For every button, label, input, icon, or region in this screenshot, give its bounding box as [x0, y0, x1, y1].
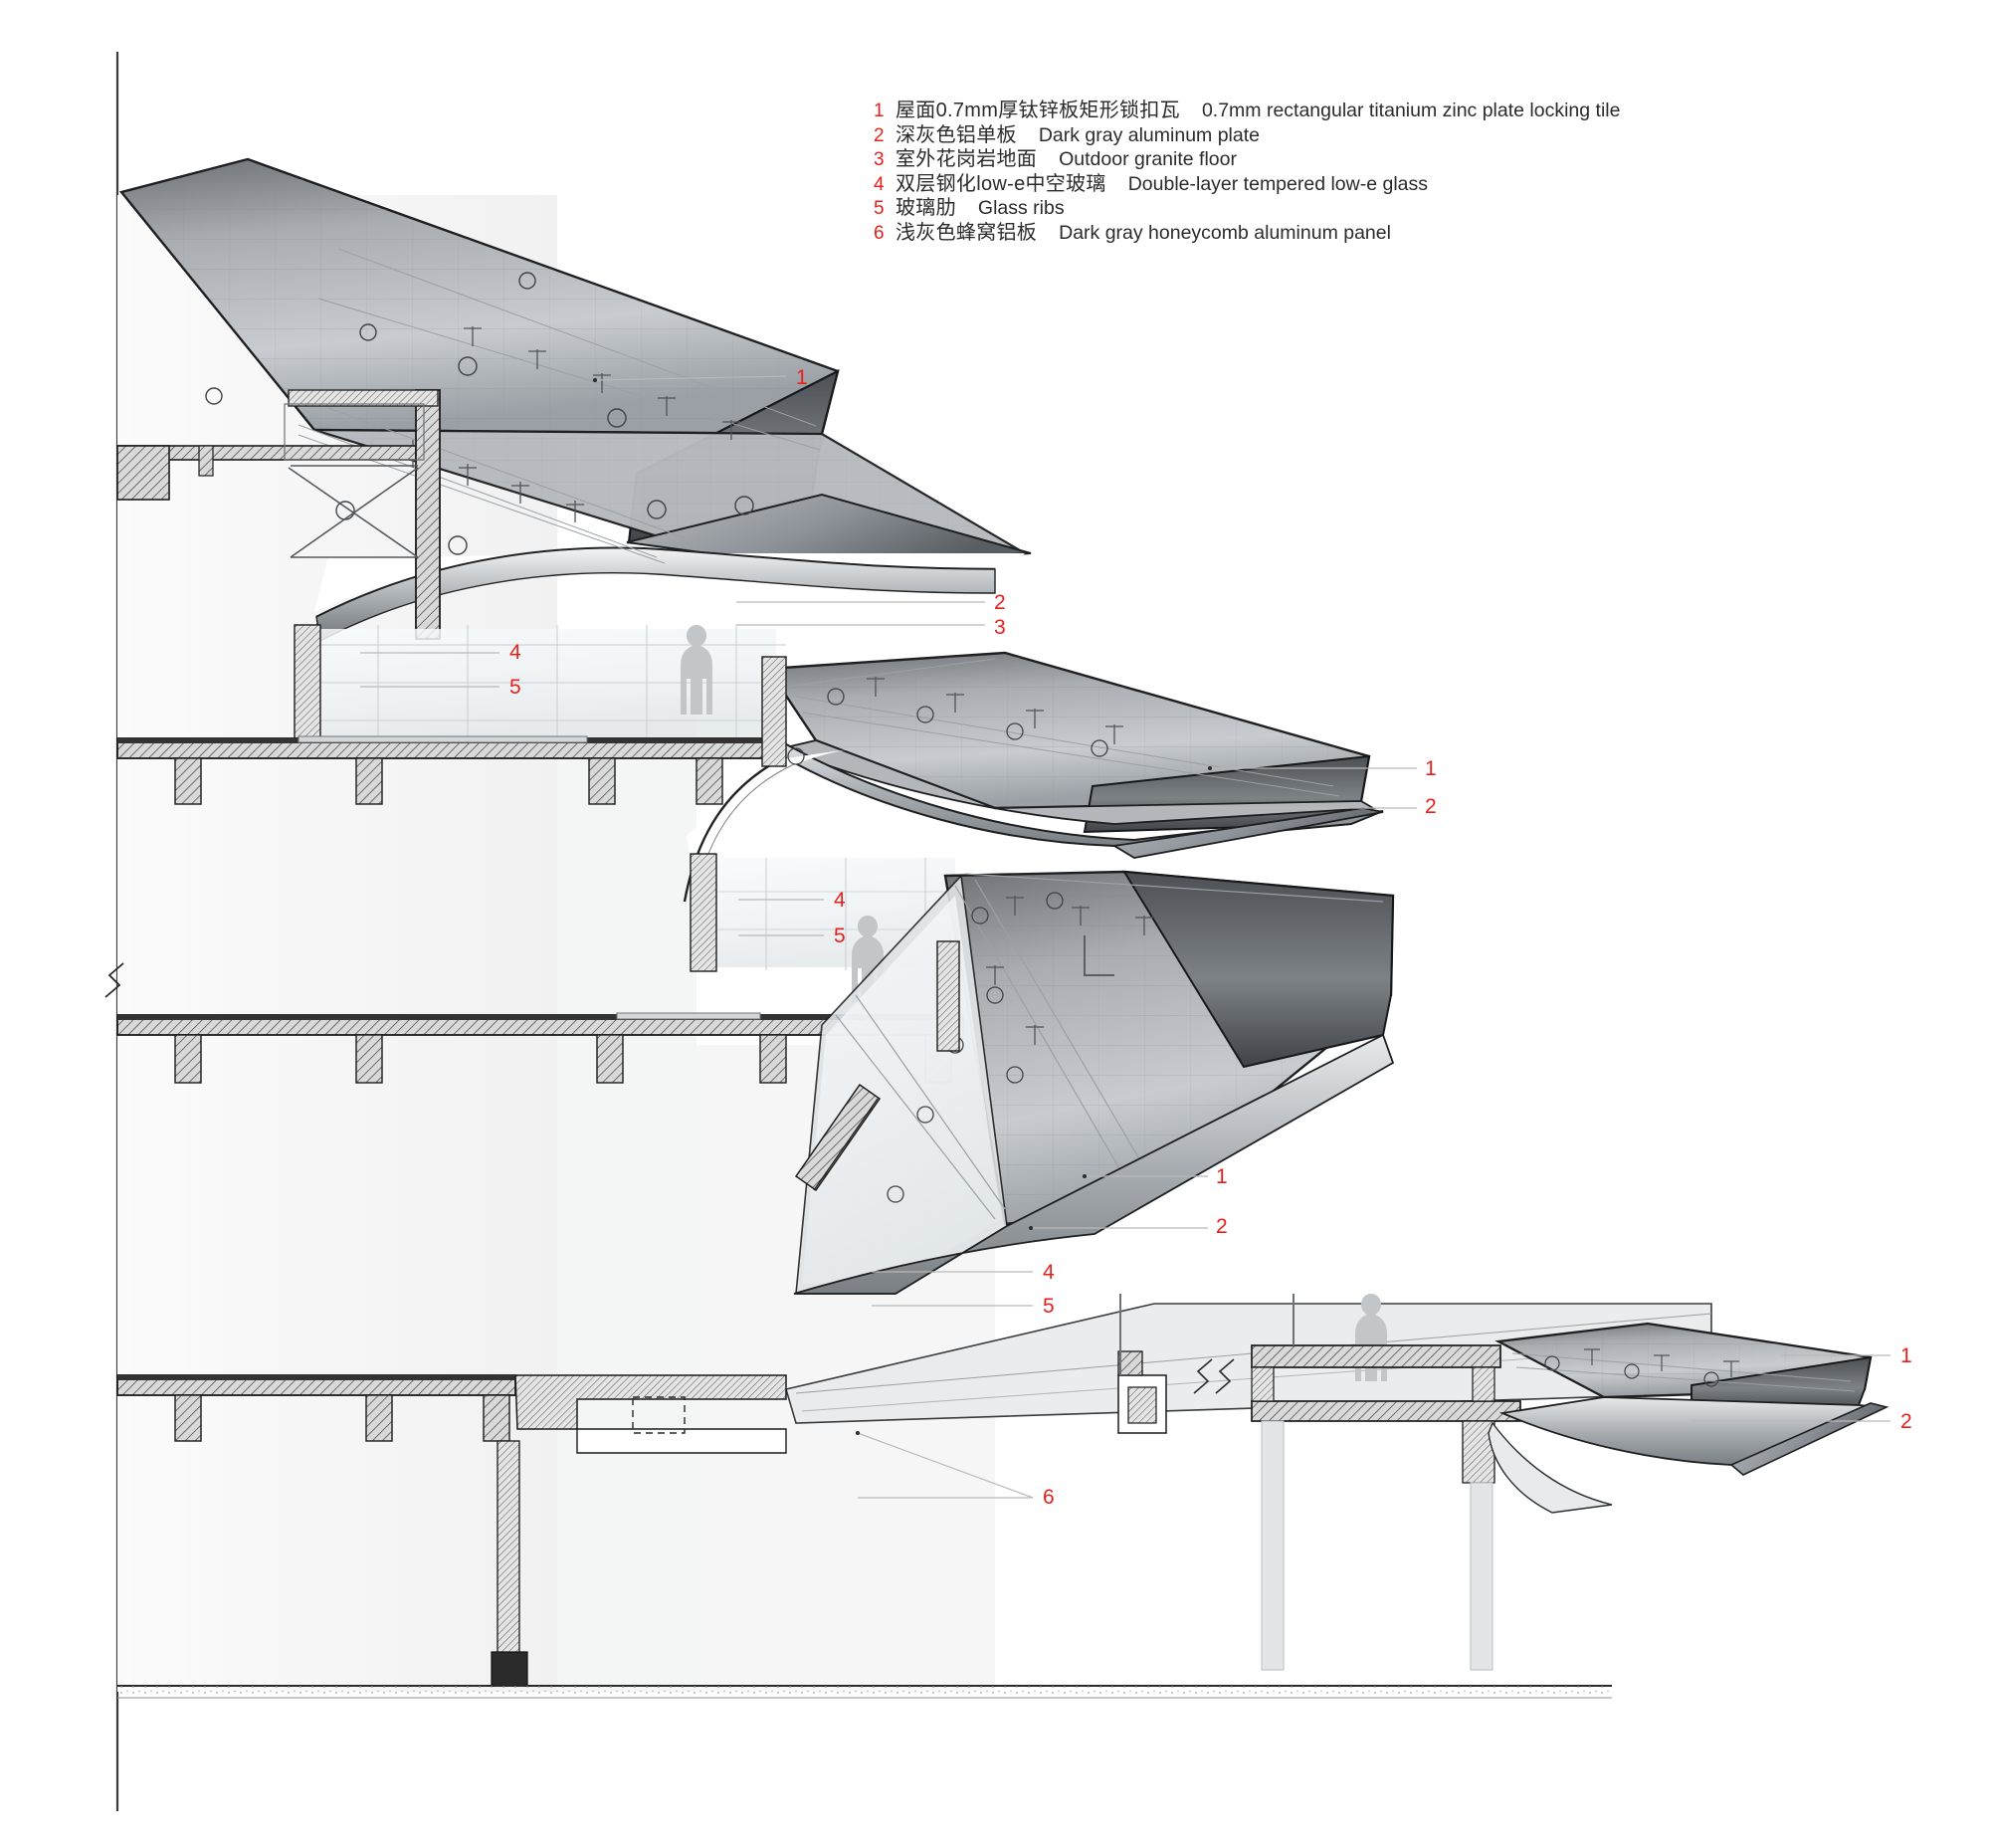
- legend-number: 1: [874, 101, 885, 121]
- callout-number: 4: [834, 889, 846, 912]
- legend-item: 2 深灰色铝单板 Dark gray aluminum plate: [874, 118, 1928, 146]
- legend-label-en: Double-layer tempered low-e glass: [1127, 172, 1429, 195]
- callout-number: 6: [1043, 1486, 1055, 1509]
- human-scale-figure: [681, 625, 712, 715]
- floor-slab-level-1: [116, 735, 785, 805]
- callout-number: 5: [834, 924, 846, 947]
- callout-number: 2: [1900, 1410, 1912, 1433]
- bottom-eave: [1117, 1294, 1890, 1671]
- legend-number: 3: [874, 149, 885, 170]
- human-scale-figure: [852, 916, 884, 1003]
- sloped-wall-level-3: [794, 1083, 882, 1192]
- legend-label-cn: 屋面0.7mm厚钛锌板矩形锁扣瓦: [896, 100, 1180, 121]
- callout-number: 5: [1043, 1295, 1055, 1318]
- ground-line: [117, 1685, 1612, 1699]
- legend-label-cn: 室外花岗岩地面: [896, 148, 1038, 170]
- legend-label-cn: 玻璃肋: [896, 197, 956, 219]
- legend-label-en: Glass ribs: [977, 197, 1065, 219]
- floor-slab-level-2: [116, 1012, 964, 1084]
- roof-eave-level-3: [793, 870, 1395, 1295]
- legend-label-en: 0.7mm rectangular titanium zinc plate lo…: [1201, 100, 1621, 121]
- leader-lines: [360, 375, 1890, 1499]
- callout-number: 2: [1216, 1215, 1228, 1238]
- legend-number: 6: [874, 222, 885, 244]
- callout-number: 1: [796, 366, 808, 389]
- legend-label-cn: 双层钢化low-e中空玻璃: [896, 172, 1106, 195]
- callout-number: 4: [1043, 1261, 1055, 1284]
- legend-label-cn: 浅灰色蜂窝铝板: [896, 221, 1038, 244]
- legend-number: 5: [874, 198, 885, 219]
- legend-label-en: Outdoor granite floor: [1059, 148, 1237, 170]
- legend-label-en: Dark gray honeycomb aluminum panel: [1059, 221, 1391, 244]
- callout-number: 1: [1425, 757, 1437, 780]
- callout-number: 3: [994, 616, 1006, 639]
- materials-legend: 1 屋面0.7mm厚钛锌板矩形锁扣瓦 0.7mm rectangular tit…: [874, 94, 1928, 244]
- callout-number: 5: [509, 676, 521, 699]
- floor-slab-ground: [116, 1374, 787, 1687]
- legend-item: 1 屋面0.7mm厚钛锌板矩形锁扣瓦 0.7mm rectangular tit…: [874, 94, 1928, 121]
- legend-item: 4 双层钢化low-e中空玻璃 Double-layer tempered lo…: [874, 167, 1928, 195]
- callout-number: 2: [1425, 795, 1437, 818]
- legend-number: 2: [874, 124, 885, 146]
- legend-label-en: Dark gray aluminum plate: [1038, 123, 1260, 146]
- callout-number: 4: [509, 641, 521, 664]
- legend-number: 4: [874, 173, 885, 195]
- roof-eave-level-2: [683, 651, 1384, 903]
- callout-number: 1: [1900, 1344, 1912, 1367]
- legend-item: 3 室外花岗岩地面 Outdoor granite floor: [874, 142, 1928, 170]
- break-line-symbol: [104, 962, 124, 998]
- legend-item: 6 浅灰色蜂窝铝板 Dark gray honeycomb aluminum p…: [874, 216, 1928, 244]
- callout-number: 1: [1216, 1165, 1228, 1188]
- legend-label-cn: 深灰色铝单板: [896, 123, 1017, 146]
- break-line-symbol: [1193, 1358, 1235, 1394]
- legend-item: 5 玻璃肋 Glass ribs: [874, 191, 1928, 219]
- human-scale-figure: [1355, 1294, 1387, 1381]
- wall-section-level-1: [116, 389, 441, 640]
- callout-number: 2: [994, 591, 1006, 614]
